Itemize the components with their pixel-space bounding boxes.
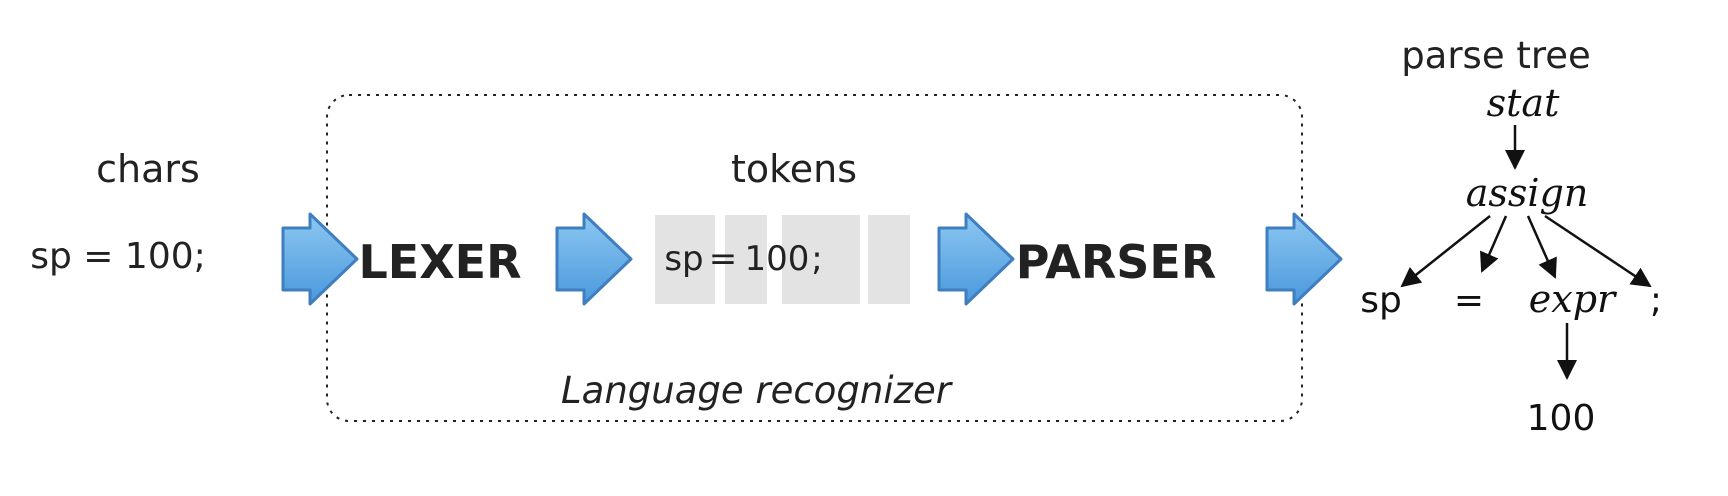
tree-edge bbox=[1480, 215, 1508, 273]
tree-edge bbox=[1400, 215, 1491, 288]
token-text: sp bbox=[664, 239, 703, 279]
block-arrow-to-parse-tree bbox=[1265, 212, 1343, 306]
token-text: ; bbox=[811, 239, 822, 279]
token-box bbox=[782, 215, 860, 304]
tree-edge bbox=[1526, 215, 1557, 279]
block-arrow-to-lexer bbox=[281, 212, 359, 306]
block-arrow-to-parser bbox=[937, 212, 1015, 306]
tree-node-stat: stat bbox=[1487, 81, 1560, 125]
tree-node-semicolon: ; bbox=[1650, 280, 1662, 321]
chars-heading: chars bbox=[96, 147, 200, 191]
tokens-heading: tokens bbox=[731, 147, 857, 191]
parser-label: PARSER bbox=[1016, 235, 1217, 289]
block-arrow-to-tokens bbox=[555, 212, 633, 306]
token-text: 100 bbox=[745, 239, 810, 279]
tree-node-assign: assign bbox=[1466, 171, 1589, 215]
tree-node-100: 100 bbox=[1527, 398, 1596, 439]
input-text: sp = 100; bbox=[30, 236, 206, 277]
token-box bbox=[868, 215, 910, 304]
token-text: = bbox=[709, 239, 738, 279]
tree-node-sp: sp bbox=[1360, 280, 1402, 321]
tree-node-expr: expr bbox=[1529, 277, 1618, 321]
tree-edge bbox=[1544, 214, 1652, 288]
lexer-label: LEXER bbox=[358, 235, 521, 289]
language-recognizer-boundary bbox=[326, 94, 1303, 422]
token-box bbox=[655, 215, 715, 304]
token-stream: sp = 100 ; bbox=[655, 215, 910, 304]
token-box bbox=[725, 215, 767, 304]
language-recognizer-label: Language recognizer bbox=[561, 369, 954, 412]
tree-node-equals: = bbox=[1454, 280, 1484, 321]
parse-tree-heading: parse tree bbox=[1401, 34, 1591, 77]
